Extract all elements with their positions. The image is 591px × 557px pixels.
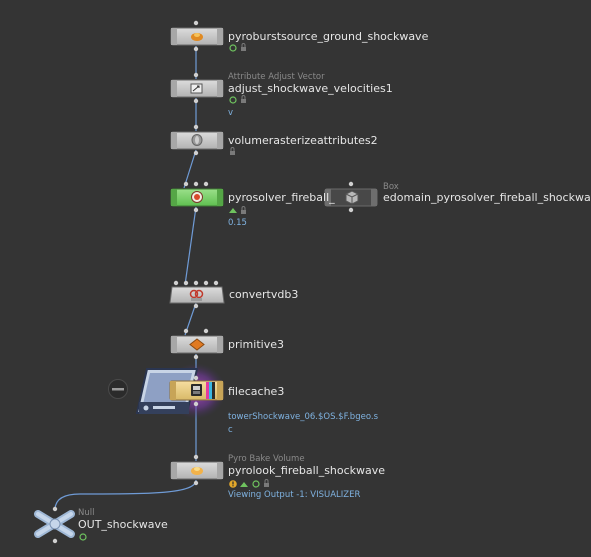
lock-icon[interactable]	[241, 206, 246, 215]
lock-icon[interactable]	[264, 479, 269, 487]
wire-rasterize-to-solver	[183, 149, 197, 189]
wire-pyrolook-to-out	[54, 479, 197, 511]
bypass-flag-icon[interactable]	[240, 482, 248, 487]
node-convertvdb[interactable]	[169, 280, 225, 309]
node-label-box: edomain_pyrosolver_fireball_shockwave	[383, 191, 591, 204]
node-label-convertvdb: convertvdb3	[229, 288, 299, 301]
warning-badge-icon[interactable]	[229, 480, 237, 488]
node-label-pyrolook: pyrolook_fireball_shockwave	[228, 464, 386, 477]
node-status-pyrolook: Viewing Output -1: VISUALIZER	[228, 490, 361, 500]
node-param-filecache-path-wrap: c	[228, 425, 233, 435]
vector-adjust-icon	[190, 83, 203, 94]
node-type-pyrolook: Pyro Bake Volume	[228, 454, 305, 464]
flag-display-icon[interactable]	[79, 533, 87, 541]
wires	[54, 46, 197, 511]
minus-badge-icon[interactable]	[108, 379, 128, 399]
node-type-out: Null	[78, 508, 95, 518]
file-cache-icon	[191, 384, 202, 396]
node-volumerasterize[interactable]	[170, 124, 224, 156]
node-pyrolook[interactable]	[170, 454, 224, 486]
node-box[interactable]	[324, 181, 378, 213]
vdb-convert-icon	[189, 289, 204, 301]
node-param-pyrosolver: 0.15	[228, 218, 247, 228]
primitive-diamond-icon	[189, 338, 205, 351]
node-primitive[interactable]	[170, 328, 224, 360]
node-adjust-velocities[interactable]	[170, 72, 224, 104]
node-label-out: OUT_shockwave	[78, 518, 168, 531]
node-type-adjust-velocities: Attribute Adjust Vector	[228, 72, 325, 82]
box-cube-icon	[345, 190, 359, 205]
null-x-icon	[34, 510, 75, 538]
color-bars-icon	[206, 382, 215, 399]
pyro-bake-icon	[191, 467, 203, 475]
node-label-pyrosolver: pyrosolver_fireball_	[228, 191, 335, 204]
node-pyrosolver[interactable]	[170, 181, 224, 213]
node-label-primitive: primitive3	[228, 338, 284, 351]
bypass-flag-icon[interactable]	[229, 208, 237, 213]
flame-orange-icon	[191, 33, 203, 41]
pyro-solver-icon	[191, 191, 203, 203]
node-type-box: Box	[383, 182, 399, 192]
node-label-volumerasterize: volumerasterizeattributes2	[228, 134, 378, 147]
node-label-filecache: filecache3	[228, 385, 285, 398]
node-out[interactable]	[34, 506, 75, 544]
node-filecache[interactable]	[169, 375, 224, 407]
node-pyroburstsource[interactable]	[170, 20, 224, 52]
wire-solver-to-convert	[184, 206, 197, 286]
flag-display-icon[interactable]	[229, 96, 237, 104]
lock-icon[interactable]	[241, 95, 246, 103]
node-label-adjust-velocities: adjust_shockwave_velocities1	[228, 82, 393, 95]
node-param-filecache-path: towerShockwave_06.$OS.$F.bgeo.s	[228, 412, 379, 422]
flag-display-icon[interactable]	[252, 480, 260, 488]
flag-display-icon[interactable]	[229, 44, 237, 52]
node-param-adjust-velocities: v	[228, 108, 234, 118]
lock-icon[interactable]	[230, 147, 235, 156]
rasterize-volume-icon	[191, 134, 203, 146]
lock-icon[interactable]	[241, 43, 246, 52]
node-label-pyroburstsource: pyroburstsource_ground_shockwave	[228, 30, 429, 43]
